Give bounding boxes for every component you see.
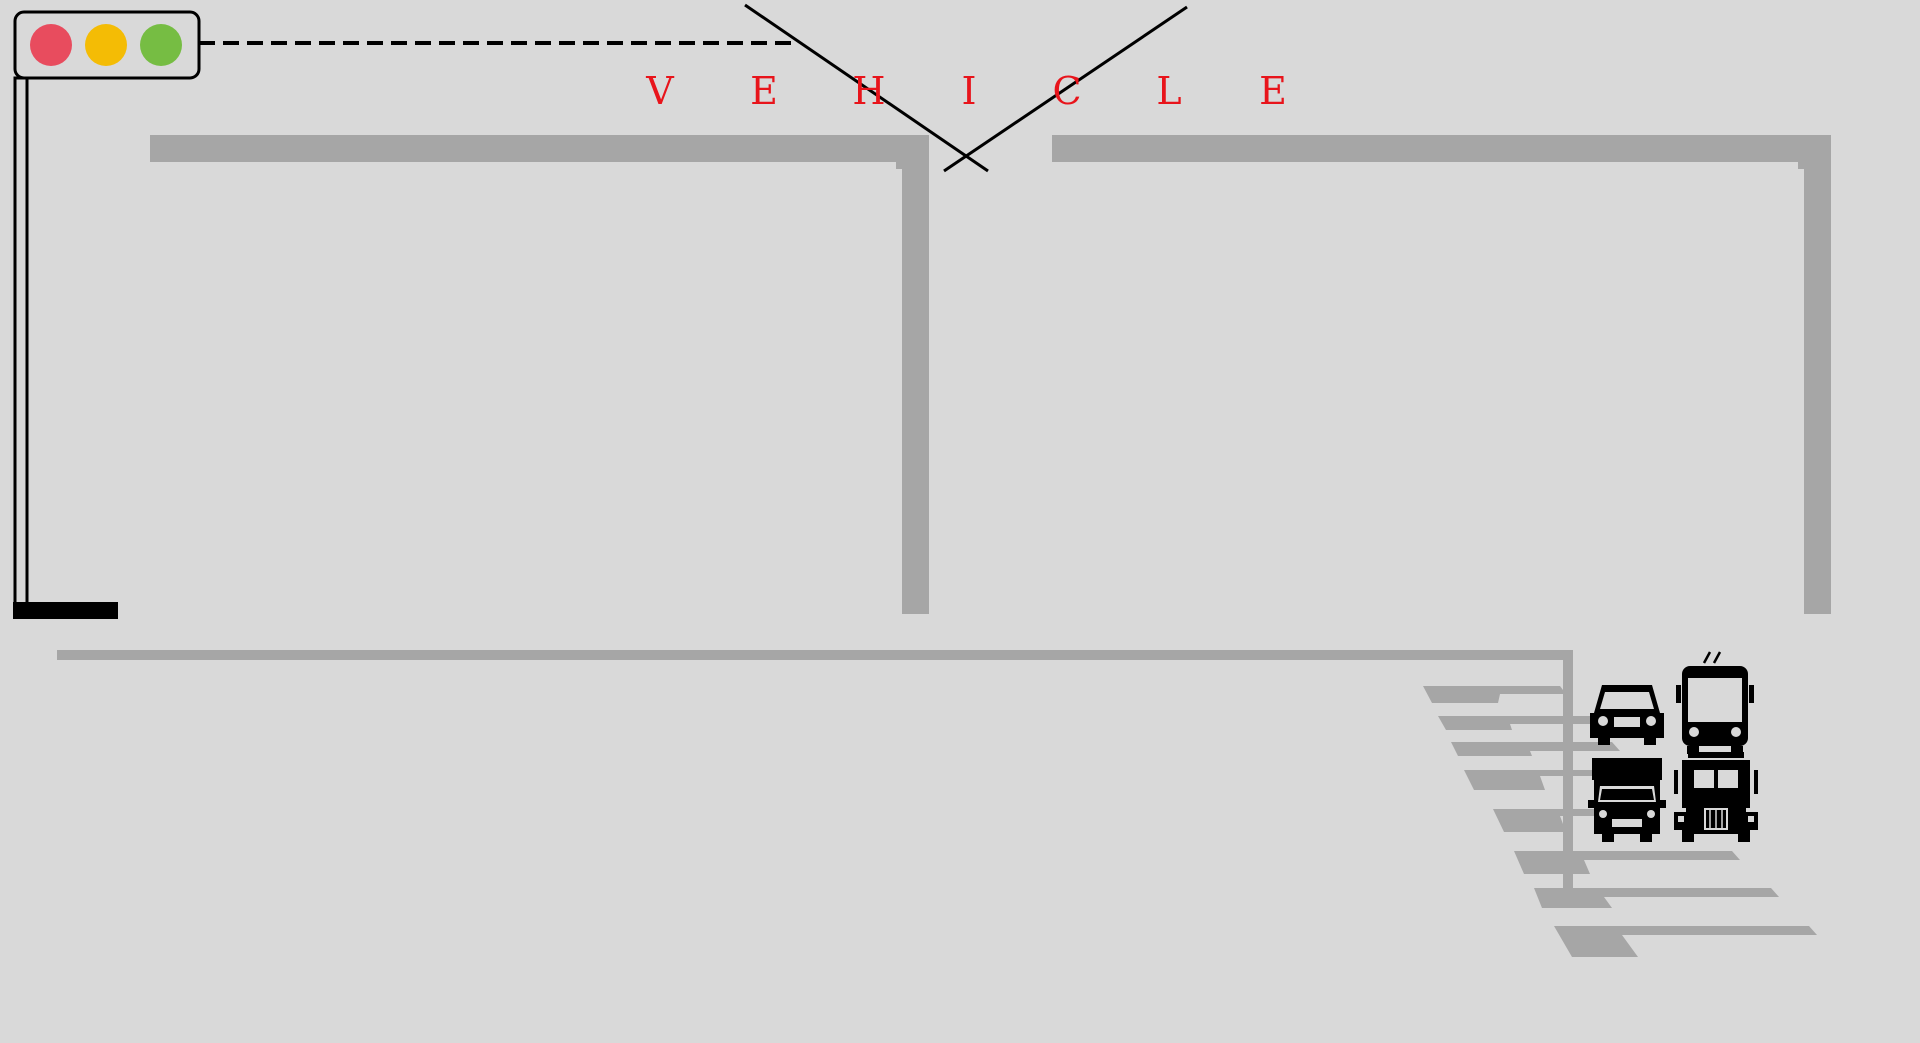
- title-letter: E: [1259, 69, 1287, 113]
- title-letter: C: [1052, 69, 1081, 113]
- title-letter: V: [645, 69, 674, 113]
- stair-bar: [1493, 809, 1614, 832]
- title: V E H I C L E: [645, 69, 1287, 113]
- stair-bar: [1514, 851, 1740, 874]
- left-frame: [150, 135, 929, 614]
- title-letter: I: [961, 69, 976, 113]
- bottom-rail: [57, 650, 1573, 890]
- traffic-light-base: [13, 602, 118, 619]
- stair-bar: [1464, 770, 1620, 790]
- title-letter: L: [1156, 69, 1181, 113]
- traffic-light: [13, 10, 201, 619]
- yellow-light: [85, 24, 127, 66]
- right-frame: [1052, 135, 1831, 614]
- car-icon: [1590, 685, 1664, 745]
- cross-line-left: [744, 3, 989, 173]
- left-frame-post: [902, 135, 929, 614]
- green-light: [140, 24, 182, 66]
- left-frame-top: [150, 135, 929, 162]
- title-letter: H: [852, 69, 885, 113]
- stair-bars: [1423, 686, 1817, 957]
- title-letter: E: [750, 69, 778, 113]
- cross-lines: [744, 3, 1188, 173]
- bottom-rail-line: [57, 650, 1573, 660]
- traffic-light-pole: [13, 76, 29, 608]
- stair-bar: [1451, 742, 1620, 756]
- stair-bar: [1534, 888, 1779, 908]
- cross-line-right: [943, 5, 1188, 173]
- red-light: [30, 24, 72, 66]
- truck-icon: [1588, 758, 1666, 842]
- stair-bar: [1423, 686, 1566, 703]
- right-frame-top: [1052, 135, 1831, 162]
- stair-bar: [1438, 716, 1592, 730]
- trolleybus-icon: [1676, 651, 1754, 754]
- semi-truck-icon: [1674, 752, 1758, 842]
- vehicles: [1588, 651, 1758, 842]
- stair-bar: [1554, 926, 1817, 957]
- right-frame-post: [1804, 135, 1831, 614]
